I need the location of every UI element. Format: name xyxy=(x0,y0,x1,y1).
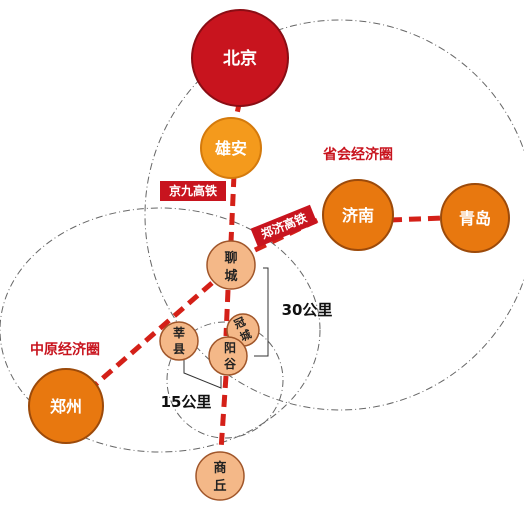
city-xiongan-circle xyxy=(200,117,262,179)
city-guancheng-label: 冠 城 xyxy=(232,315,253,344)
city-shenxian-circle xyxy=(159,321,199,361)
zhongyuan-circle-boundary xyxy=(0,207,321,453)
rail-tag-zhengji-bg xyxy=(250,204,318,248)
city-liaocheng-circle xyxy=(206,240,256,290)
city-guancheng-label-1: 冠 xyxy=(232,315,247,331)
bracket-30km xyxy=(254,267,269,357)
city-jinan-circle xyxy=(322,179,394,251)
region-provincial-label: 省会经济圈 xyxy=(322,146,393,163)
city-liaocheng-label-1: 聊 xyxy=(224,250,237,266)
city-shangqiu-circle xyxy=(195,451,245,501)
rail-yanggu-shangqiu xyxy=(218,375,229,451)
region-zhongyuan-label: 中原经济圈 xyxy=(30,341,100,358)
city-xiongan-label: 雄安 xyxy=(214,139,247,158)
city-shangqiu-label-1: 商 xyxy=(213,460,226,476)
distance-30km-label: 30公里 xyxy=(282,301,333,319)
rail-tag-jingjiu-bg xyxy=(160,181,226,201)
rail-jinan-qingdao xyxy=(389,215,446,223)
city-yanggu-label-2: 谷 xyxy=(224,356,237,371)
rail-xiongan-liaocheng xyxy=(228,174,237,243)
provincial-circle-boundary xyxy=(144,19,524,411)
distance-15km-label: 15公里 xyxy=(161,393,212,411)
city-yanggu-circle xyxy=(208,336,248,376)
city-qingdao-circle xyxy=(440,183,510,253)
city-zhengzhou-circle xyxy=(28,368,104,444)
city-shenxian-label-2: 县 xyxy=(173,342,185,356)
city-yanggu-label-1: 阳 xyxy=(224,340,236,355)
rail-tag-jingjiu-label: 京九高铁 xyxy=(169,183,217,198)
city-liaocheng-label-2: 城 xyxy=(224,268,237,284)
rail-tag-zhengji: 郑济高铁 xyxy=(250,204,318,248)
city-zhengzhou-label: 郑州 xyxy=(50,397,82,416)
city-qingdao-label: 青岛 xyxy=(459,209,491,228)
city-beijing-label: 北京 xyxy=(223,48,257,69)
city-shenxian-label-1: 莘 xyxy=(173,325,185,340)
rail-liaocheng-zhengzhou xyxy=(93,281,214,387)
city-guancheng-label-2: 城 xyxy=(238,327,254,344)
city-jinan-label: 济南 xyxy=(342,206,374,225)
city-shangqiu-label-2: 丘 xyxy=(213,479,226,494)
small-circle-boundary xyxy=(166,321,284,439)
bracket-15km xyxy=(183,356,222,389)
city-beijing-circle xyxy=(191,9,289,107)
